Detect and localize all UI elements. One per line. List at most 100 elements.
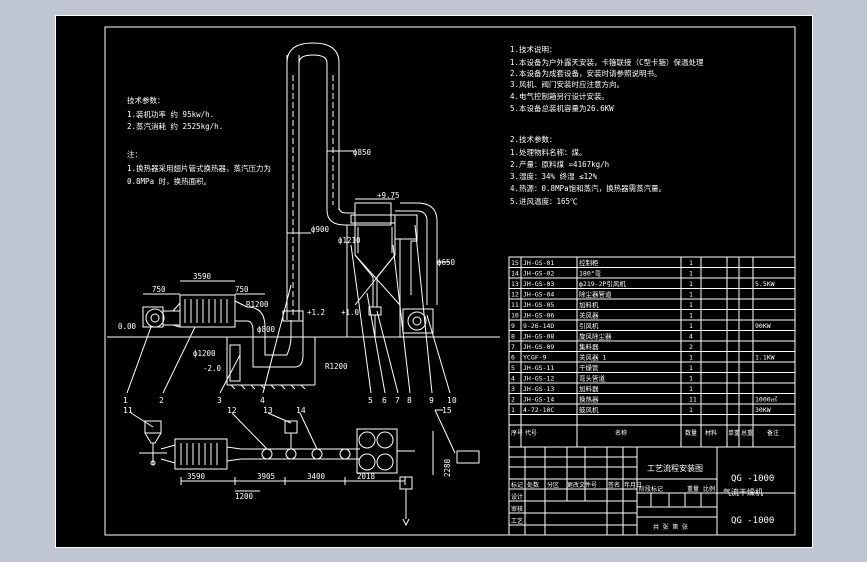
outer-border: [55, 15, 813, 548]
dim-750: 750: [152, 285, 166, 294]
model-number-2: QG -1000: [731, 516, 774, 526]
table-cell-no: 6: [511, 354, 515, 362]
table-cell-note: 90KW: [755, 322, 771, 330]
drawing-name: 工艺流程安装图: [647, 463, 703, 473]
col-date: 年月日: [624, 481, 642, 489]
dim-d1200: ф1200: [193, 349, 216, 358]
table-cell-code: JH-GS-11: [523, 364, 554, 372]
table-cell-qty: 1: [689, 406, 693, 414]
elev-plus-10: +1.0: [341, 308, 360, 317]
dimension-labels: 750 3590 750 R1200 ф800 ф1200 -2.0 0.00 …: [118, 148, 456, 373]
dim-d1210: ф1210: [338, 236, 361, 245]
notes-right-line: 3.风机、阀门安装时应注意方向。: [510, 79, 624, 89]
table-header-total: 总重: [741, 429, 753, 437]
model-number: QG -1000: [731, 474, 774, 484]
table-cell-note: 5.5KW: [755, 280, 775, 288]
label-check: 审核: [511, 505, 523, 513]
table-cell-no: 1: [511, 406, 515, 414]
col-change: 更改文件号: [567, 481, 597, 489]
notes-right2-line: 2.产量：原料煤 =4167kg/h: [510, 159, 609, 169]
table-cell-name: 加料机: [579, 300, 599, 309]
table-cell-no: 15: [511, 259, 519, 267]
table-cell-note: 1.1KW: [755, 354, 775, 362]
dim-2280: 2280: [443, 458, 452, 477]
cyclone-separator: [354, 202, 392, 226]
callout-leaders-bottom: [130, 412, 318, 450]
drawing-sheet: 1.技术说明： 1.本设备为户外露天安装，卡箍联接（C型卡箍）保温处理 2.本设…: [55, 15, 813, 548]
table-cell-name: 干燥管: [579, 363, 599, 372]
notes-left-line: 2.蒸汽消耗 约 2525kg/h.: [127, 121, 223, 131]
notes-right2-line: 4.热源：0.8MPa饱和蒸汽，换热器需蒸汽量。: [510, 183, 666, 193]
elev-plus-975: +9.75: [377, 191, 400, 200]
callout-6: 6: [382, 396, 387, 405]
callout-10: 10: [447, 396, 457, 405]
callout-4: 4: [260, 396, 265, 405]
blower-1: [145, 308, 165, 328]
table-cell-name: ф219-2P引风机: [579, 279, 626, 288]
elev-minus-2: -2.0: [203, 364, 222, 373]
table-cell-note: 1000㎡: [755, 395, 778, 404]
notes-right2-line: 5.进风温度：165℃: [510, 196, 578, 206]
dim-3590-plan: 3590: [187, 472, 206, 481]
callout-leaders: [126, 224, 451, 394]
plan-heat-exchanger: [174, 438, 228, 470]
table-cell-qty: 1: [689, 354, 693, 362]
table-cell-no: 5: [511, 364, 515, 372]
callout-numbers: 1 2 3 4 5 6 7 8 9 10: [123, 396, 457, 405]
stage-label: 阶段标记: [639, 485, 663, 493]
dim-d800: ф800: [257, 325, 276, 334]
table-cell-qty: 1: [689, 280, 693, 288]
callout-13: 13: [263, 406, 273, 415]
table-cell-code: JH-GS-13: [523, 385, 554, 393]
table-cell-qty: 1: [689, 291, 693, 299]
dim-d850: ф850: [353, 148, 372, 157]
cad-drawing: 1.技术说明： 1.本设备为户外露天安装，卡箍联接（C型卡箍）保温处理 2.本设…: [55, 15, 813, 548]
table-cell-qty: 1: [689, 312, 693, 320]
table-cell-qty: 1: [689, 364, 693, 372]
notes-right-line: 5.本设备总装机容量为26.6KW: [510, 103, 614, 113]
callout-1: 1: [123, 396, 128, 405]
scale-label: 比例: [703, 485, 715, 493]
product-name: 气流干燥机: [723, 487, 763, 497]
callout-15: 15: [442, 406, 452, 415]
table-cell-name: 引风机: [579, 321, 599, 330]
callout-8: 8: [407, 396, 412, 405]
dim-1200: 1200: [235, 492, 254, 501]
col-count: 处数: [527, 481, 539, 489]
notes-left-header: 技术参数：: [127, 95, 165, 105]
induced-fan: [407, 311, 427, 331]
notes-right-line: 4.电气控制箱另行设计安装。: [510, 91, 609, 101]
table-cell-qty: 1: [689, 385, 693, 393]
table-header-code: 代号: [525, 429, 537, 437]
table-cell-no: 14: [511, 270, 519, 278]
table-cell-code: JH-GS-09: [523, 343, 554, 351]
table-cell-code: JH-GS-14: [523, 396, 554, 404]
table-cell-no: 3: [511, 385, 515, 393]
callout-11: 11: [123, 406, 133, 415]
weight-label: 重量: [687, 485, 699, 493]
table-cell-name: 旋风除尘器: [579, 332, 612, 341]
notes-right: 1.技术说明： 1.本设备为户外露天安装，卡箍联接（C型卡箍）保温处理 2.本设…: [510, 44, 704, 113]
table-header-name: 名称: [615, 429, 627, 437]
dim-2018: 2018: [357, 472, 376, 481]
dim-750: 750: [235, 285, 249, 294]
table-cell-no: 4: [511, 375, 515, 383]
table-cell-name: 鼓风机: [579, 405, 599, 414]
table-cell-name: 弯头管道: [579, 374, 606, 383]
callout-2: 2: [159, 396, 164, 405]
col-zone: 分区: [547, 481, 559, 489]
table-cell-qty: 11: [689, 396, 697, 404]
dim-3590: 3590: [193, 272, 212, 281]
dim-d900: ф900: [311, 225, 330, 234]
table-cell-qty: 1: [689, 322, 693, 330]
table-cell-code: JH-GS-08: [523, 333, 554, 341]
table-header-mat: 材料: [705, 429, 717, 437]
notes-right2-header: 2.技术参数：: [510, 134, 557, 144]
table-cell-code: JH-GS-06: [523, 312, 554, 320]
table-cell-no: 9: [511, 322, 515, 330]
table-cell-code: JH-GS-12: [523, 375, 554, 383]
dim-3905: 3905: [257, 472, 275, 481]
notes-right-line: 2.本设备为成套设备，安装时请参照说明书。: [510, 68, 662, 78]
col-sign: 签名: [608, 481, 620, 489]
